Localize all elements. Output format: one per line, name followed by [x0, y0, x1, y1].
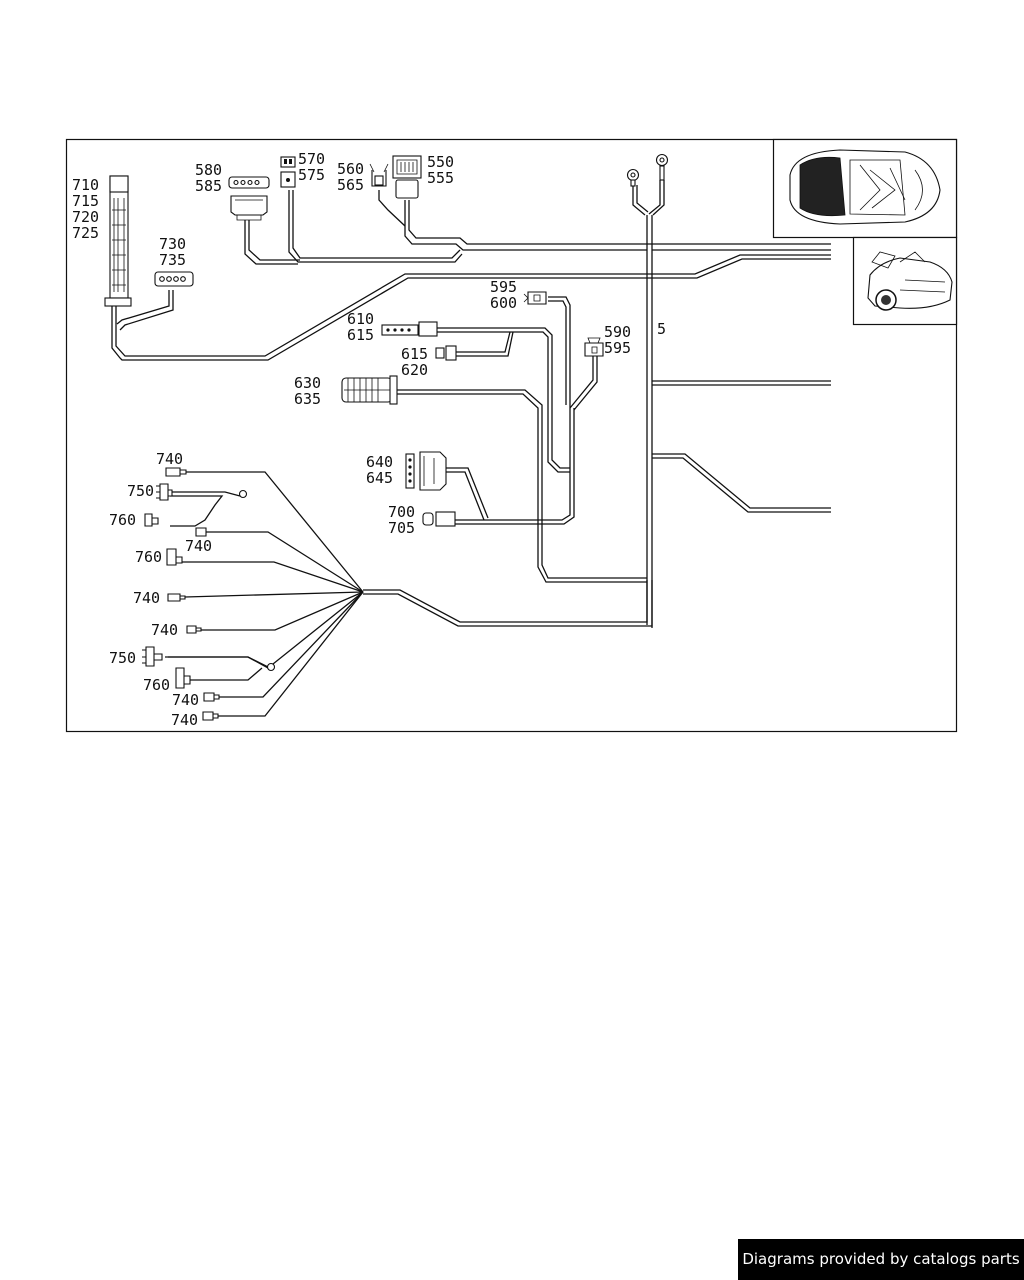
diagram-frame [65, 138, 958, 733]
callout-585: 585 [195, 177, 222, 195]
callout-595-right: 595 [604, 339, 631, 357]
callout-570: 570 [298, 150, 325, 168]
callout-550: 550 [427, 153, 454, 171]
sensor-connectors[interactable] [142, 467, 276, 721]
callout-735: 735 [159, 251, 186, 269]
connector-710[interactable] [104, 175, 132, 307]
connector-570[interactable] [280, 156, 296, 188]
callout-740-f: 740 [171, 711, 198, 729]
harness-wires [111, 180, 831, 628]
callout-595-top: 595 [490, 278, 517, 296]
connector-630[interactable] [341, 375, 398, 405]
connector-595[interactable] [523, 291, 547, 305]
callout-705: 705 [388, 519, 415, 537]
callout-720: 720 [72, 208, 99, 226]
connector-730[interactable] [154, 271, 194, 287]
callout-725: 725 [72, 224, 99, 242]
callout-555: 555 [427, 169, 454, 187]
thumbnail-car-top-view[interactable] [772, 138, 958, 239]
callout-580: 580 [195, 161, 222, 179]
connector-610[interactable] [381, 321, 438, 337]
callout-590: 590 [604, 323, 631, 341]
callout-760-c: 760 [143, 676, 170, 694]
callout-740-c: 740 [133, 589, 160, 607]
callout-730: 730 [159, 235, 186, 253]
callout-615-b: 615 [401, 345, 428, 363]
connector-700[interactable] [422, 511, 456, 527]
callout-620: 620 [401, 361, 428, 379]
callout-635: 635 [294, 390, 321, 408]
thumbnail-convertible-car-rear-view[interactable] [852, 236, 958, 326]
callout-645: 645 [366, 469, 393, 487]
callout-740-b: 740 [185, 537, 212, 555]
callout-600: 600 [490, 294, 517, 312]
diagram-credit-banner: Diagrams provided by catalogs parts [738, 1239, 1024, 1280]
callout-610: 610 [347, 310, 374, 328]
callout-640: 640 [366, 453, 393, 471]
callout-labels: 710 715 720 725 730 735 580 585 570 575 … [72, 150, 666, 729]
callout-615-a: 615 [347, 326, 374, 344]
ring-terminal-lugs[interactable] [626, 153, 669, 187]
callout-750-a: 750 [127, 482, 154, 500]
callout-740-d: 740 [151, 621, 178, 639]
callout-575: 575 [298, 166, 325, 184]
callout-710: 710 [72, 176, 99, 194]
callout-700: 700 [388, 503, 415, 521]
connector-560[interactable] [369, 163, 389, 187]
connector-615[interactable] [435, 345, 457, 361]
callout-560: 560 [337, 160, 364, 178]
connector-550[interactable] [392, 155, 422, 199]
connector-580[interactable] [228, 176, 270, 221]
connector-640[interactable] [405, 451, 447, 491]
callout-715: 715 [72, 192, 99, 210]
callout-760-a: 760 [109, 511, 136, 529]
callout-740-e: 740 [172, 691, 199, 709]
callout-760-b: 760 [135, 548, 162, 566]
callout-5: 5 [657, 320, 666, 338]
callout-750-b: 750 [109, 649, 136, 667]
connector-590[interactable] [584, 337, 604, 357]
sensor-fan-bundle [165, 471, 364, 717]
callout-630: 630 [294, 374, 321, 392]
callout-565: 565 [337, 176, 364, 194]
callout-740-a: 740 [156, 450, 183, 468]
